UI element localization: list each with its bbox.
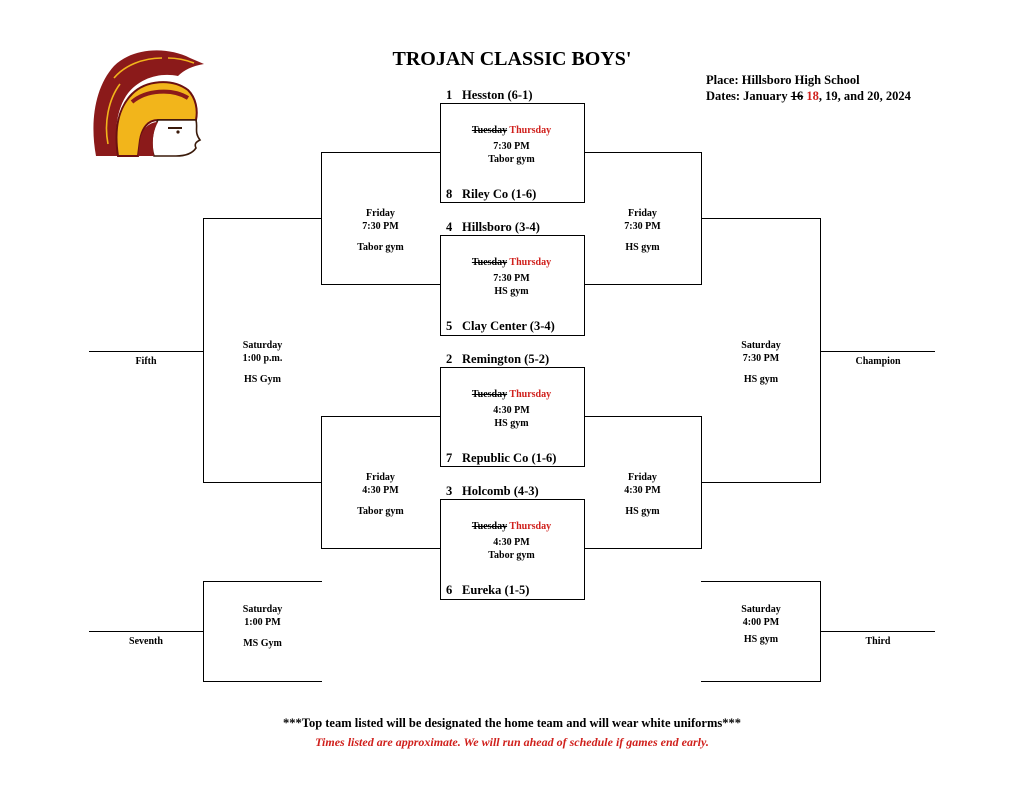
champion-label: Champion xyxy=(855,356,901,367)
third-place-label: Third xyxy=(865,636,891,647)
quarterfinal-4-box xyxy=(440,499,585,600)
tournament-dates: Dates: January 16 18, 19, and 20, 2024 xyxy=(706,89,911,103)
quarterfinal-2-box xyxy=(440,235,585,336)
quarterfinal-3-box xyxy=(440,367,585,467)
quarterfinal-1-info: Tuesday Thursday 7:30 PM Tabor gym xyxy=(471,125,552,165)
quarterfinal-3-info: Tuesday Thursday 4:30 PM HS gym xyxy=(471,389,552,429)
quarterfinal-2-info: Tuesday Thursday 7:30 PM HS gym xyxy=(471,257,552,297)
trojan-helmet-icon xyxy=(88,44,206,166)
home-team-note: ***Top team listed will be designated th… xyxy=(283,716,741,730)
page-title: TROJAN CLASSIC BOYS' xyxy=(392,48,632,70)
seventh-place-label: Seventh xyxy=(129,636,163,647)
approximate-times-note: Times listed are approximate. We will ru… xyxy=(315,735,709,749)
fifth-place-label: Fifth xyxy=(135,356,157,367)
tournament-place: Place: Hillsboro High School xyxy=(706,73,860,87)
quarterfinal-1-box xyxy=(440,103,585,203)
dates-new: 18 xyxy=(806,89,819,103)
quarterfinal-4-info: Tuesday Thursday 4:30 PM Tabor gym xyxy=(471,521,552,561)
dates-struck: 16 xyxy=(790,89,804,103)
